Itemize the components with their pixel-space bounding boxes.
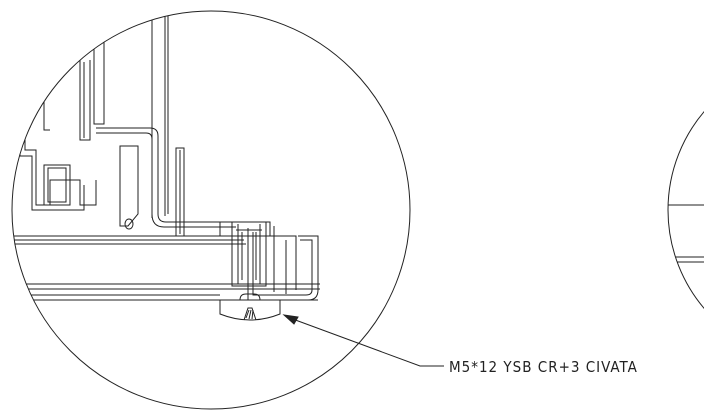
second-detail-view-circle bbox=[667, 111, 704, 309]
second-detail-geometry bbox=[668, 204, 704, 263]
callout-leader-line bbox=[289, 317, 444, 367]
detail-geometry bbox=[12, 11, 320, 321]
detail-view-circle bbox=[11, 10, 411, 410]
callout-label: M5*12 YSB CR+3 CIVATA bbox=[449, 358, 638, 376]
callout-arrowhead bbox=[282, 314, 299, 325]
